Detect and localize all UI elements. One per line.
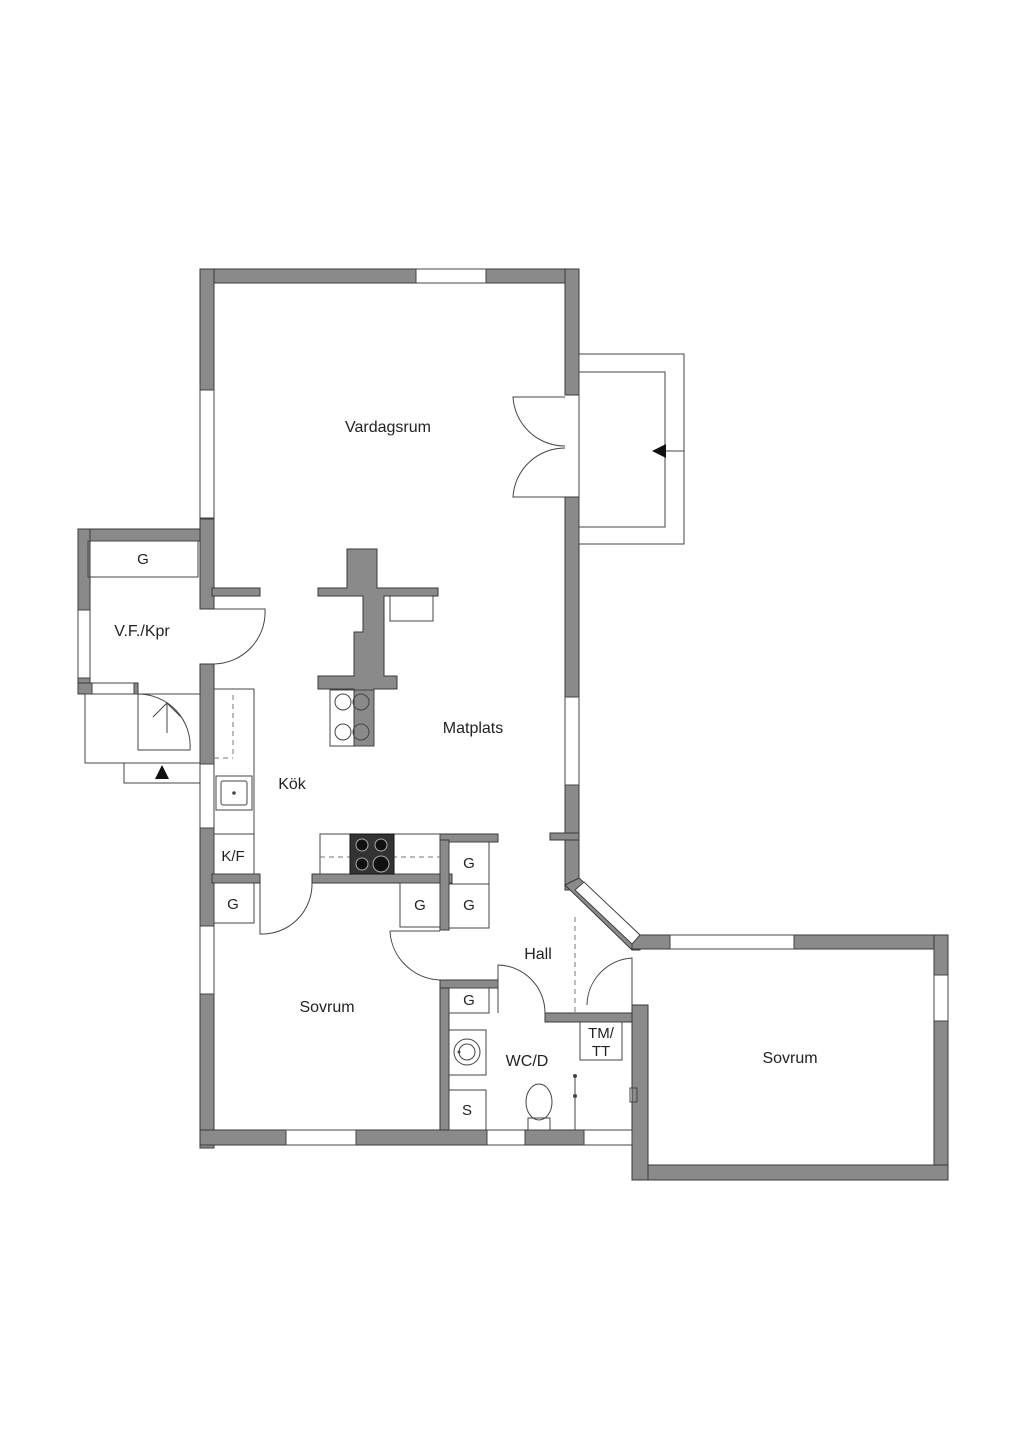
room-label-hall: Hall [524,946,552,963]
washer-label-line2: TT [592,1043,610,1060]
doors [137,396,633,1014]
wardrobe-label-entry: G [137,551,149,568]
room-label-kitchen: Kök [278,776,307,793]
bath-fixtures [448,917,638,1131]
windows [77,268,949,1146]
sink-icon [215,775,253,811]
washbasin-icon [453,1038,481,1066]
wardrobe-label-bath: G [463,992,475,1009]
island-stove-icon [329,689,375,747]
patio-entry-arrow-icon [652,444,666,458]
room-label-bath: WC/D [506,1053,549,1070]
chimney [317,548,439,747]
stove-icon [349,833,395,875]
toilet-icon [525,1083,553,1131]
room-label-dining: Matplats [443,720,503,737]
room-label-bedroom-left: Sovrum [299,999,354,1016]
room-label-living: Vardagsrum [345,419,431,436]
room-label-bedroom-right: Sovrum [762,1050,817,1067]
wardrobe-label-bedroom-2: G [227,896,239,913]
wardrobe-label-hall-2: G [463,897,475,914]
entrance [84,693,201,784]
patio [578,353,685,545]
wardrobe-label-hall-1: G [463,855,475,872]
entry-arrow-icon [155,765,169,779]
washer-label-line1: TM/ [588,1025,615,1042]
fridge-freezer-label: K/F [221,848,244,865]
storage-label: S [462,1102,472,1119]
room-label-entry: V.F./Kpr [114,623,170,640]
wardrobe-label-bedroom-1: G [414,897,426,914]
